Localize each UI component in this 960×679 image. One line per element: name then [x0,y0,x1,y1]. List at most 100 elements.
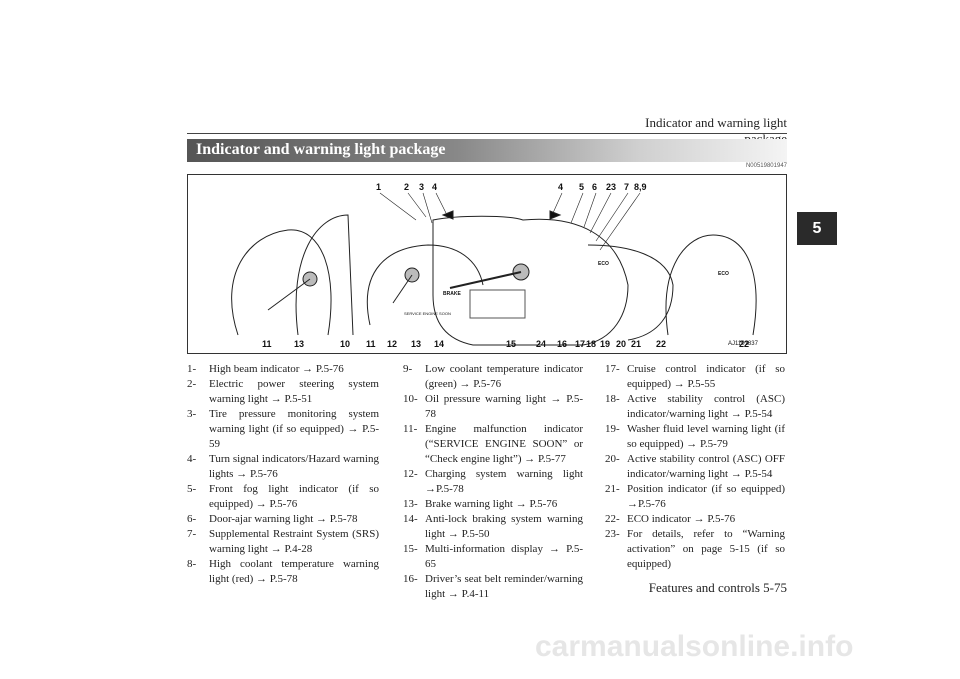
legend-item-number: 1- [187,363,197,375]
callout-24: 24 [536,339,546,349]
callout-5: 5 [579,182,584,192]
section-heading-bar: Indicator and warning light package [187,139,787,162]
callout-14: 14 [434,339,444,349]
legend-item: 7-Supplemental Restraint System (SRS) wa… [187,527,379,557]
legend-item: 22-ECO indicator → P.5-76 [605,512,785,527]
eco-label: ECO [598,261,609,267]
callout-18: 18 [586,339,596,349]
legend-item: 6- Door-ajar warning light → P.5-78 [187,512,379,527]
legend-item-text: Washer fluid level warning light (if so … [627,423,785,450]
legend-item: 18- Active stability control (ASC) indica… [605,392,785,422]
callout-13-left: 13 [294,339,304,349]
legend-item-number: 7- [187,528,197,540]
header-rule [187,133,787,134]
main-center-gauge [432,215,629,346]
legend-item: 13- Brake warning light → P.5-76 [403,497,583,512]
legend-item: 21- Position indicator (if so equipped) →… [605,482,785,512]
legend-item: 2-Electric power steering system warning… [187,377,379,407]
callout-19: 19 [600,339,610,349]
legend-item: 5- Front fog light indicator (if so equip… [187,482,379,512]
callout-22: 22 [656,339,666,349]
legend-item-text: Multi-information display → P.5-65 [425,543,583,570]
callout-2: 2 [404,182,409,192]
legend-item-number: 18- [605,393,620,405]
right-turn-arrow-icon [549,210,562,220]
chapter-tab[interactable]: 5 [797,212,837,245]
legend-item: 14- Anti-lock braking system warning ligh… [403,512,583,542]
callout-15: 15 [506,339,516,349]
legend-item-text: High beam indicator → P.5-76 [209,363,344,375]
legend-item-number: 2- [187,378,197,390]
callout-21: 21 [631,339,641,349]
callout-16: 16 [557,339,567,349]
legend-item-text: Position indicator (if so equipped) →P.5… [627,483,785,510]
legend-item-text: Charging system warning light →P.5-78 [425,468,583,495]
brake-label: BRAKE [443,291,461,297]
callout-12: 12 [387,339,397,349]
right-cluster [665,234,757,336]
legend-item-number: 11- [403,423,418,435]
legend-column-1: 1- High beam indicator → P.5-76 2-Electric… [187,362,379,587]
callout-6: 6 [592,182,597,192]
legend-item: 17- Cruise control indicator (if so equip… [605,362,785,392]
chapter-number: 5 [812,219,822,237]
legend-item-text: Front fog light indicator (if so equippe… [209,483,379,510]
legend-item-text: Active stability control (ASC) indicator… [627,393,785,420]
callout-10: 10 [340,339,350,349]
legend-item-number: 15- [403,543,418,555]
legend-item-text: Brake warning light → P.5-76 [425,498,558,510]
legend-item-text: Tire pressure monitoring system warning … [209,408,379,450]
instrument-cluster-illustration: SERVICE ENGINE SOON BRAKE ECO ECO AJ1101… [231,182,759,349]
right-gauge-outline [665,234,757,336]
legend-item-number: 22- [605,513,620,525]
legend-item: 12- Charging system warning light →P.5-78 [403,467,583,497]
legend-item: 9-Low coolant temperature indicator (gre… [403,362,583,392]
legend-item-number: 17- [605,363,620,375]
callout-13: 13 [411,339,421,349]
legend-item: 20-Active stability control (ASC) OFF in… [605,452,785,482]
legend-item-number: 14- [403,513,418,525]
legend-item-number: 10- [403,393,418,405]
main-right-gauge [587,244,674,341]
section-title: Indicator and warning light package [196,141,446,158]
legend-item-number: 12- [403,468,418,480]
left-gauge-outline-2 [295,214,354,336]
legend-item: 23-For details, refer to “Warning activa… [605,527,785,572]
left-cluster [231,214,354,336]
callout-22-right: 22 [739,339,749,349]
legend-item-text: Door-ajar warning light → P.5-78 [209,513,358,525]
legend-item-text: Cruise control indicator (if so equipped… [627,363,785,390]
callout-11: 11 [366,339,376,349]
legend-item-text: Low coolant temperature indicator (green… [425,363,583,390]
legend-item: 16-Driver’s seat belt reminder/warning l… [403,572,583,602]
page-footer: Features and controls 5-75 [648,580,787,595]
legend-item-text: Anti-lock braking system warning light →… [425,513,583,540]
eco-label-right: ECO [718,271,729,277]
legend-item: 1- High beam indicator → P.5-76 [187,362,379,377]
callout-3: 3 [419,182,424,192]
legend-item-number: 3- [187,408,197,420]
legend-item: 8- High coolant temperature warning light… [187,557,379,587]
legend-item-text: Oil pressure warning light → P.5-78 [425,393,583,420]
legend-item-text: High coolant temperature warning light (… [209,558,379,585]
legend-item-text: Engine malfunction indicator (“SERVICE E… [425,423,583,465]
legend-item-text: Turn signal indicators/Hazard warning li… [209,453,379,480]
figure-id: AJ1101837 [728,341,759,347]
legend-item-number: 8- [187,558,197,570]
legend-item-number: 5- [187,483,197,495]
legend-item-number: 13- [403,498,418,510]
service-engine-label: SERVICE ENGINE SOON [404,311,451,316]
legend-item-number: 21- [605,483,620,495]
legend-item: 15- Multi-information display → P.5-65 [403,542,583,572]
legend-column-2: 9-Low coolant temperature indicator (gre… [403,362,583,602]
legend-item: 10- Oil pressure warning light → P.5-78 [403,392,583,422]
left-gauge-needle [267,278,311,311]
main-cluster [366,210,674,346]
legend-item-number: 6- [187,513,197,525]
watermark: carmanualsonline.info [535,630,854,663]
legend-item: 19-Washer fluid level warning light (if … [605,422,785,452]
callout-20: 20 [616,339,626,349]
legend-item-number: 4- [187,453,197,465]
callout-11-left: 11 [262,339,272,349]
callout-17: 17 [575,339,585,349]
